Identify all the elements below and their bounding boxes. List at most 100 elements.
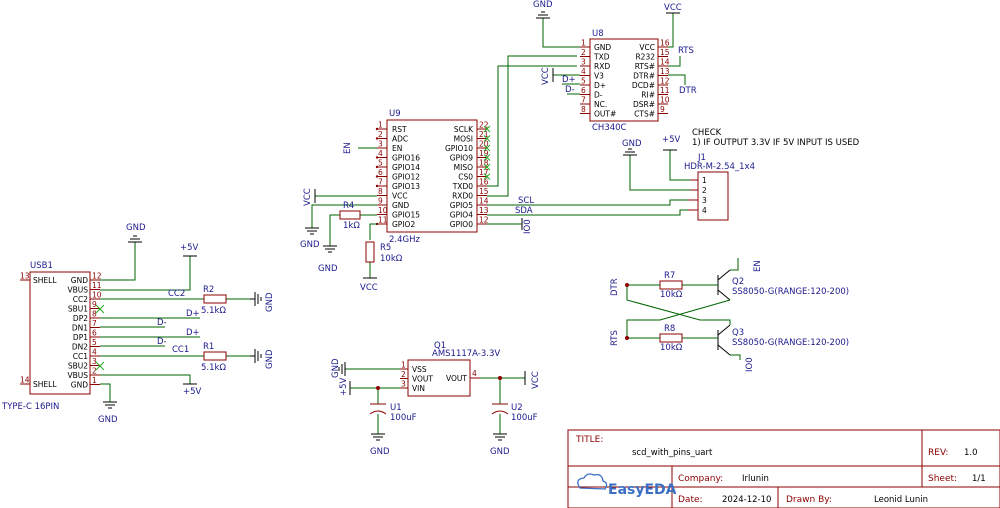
pin-number: 10	[660, 96, 670, 105]
u9-ref: U9	[389, 109, 401, 119]
pin-number: 12	[92, 272, 102, 281]
pin-number: 15	[660, 48, 670, 57]
r2-ref: R2	[203, 285, 214, 295]
pin-number: 2	[581, 48, 586, 57]
company-value: Irlunin	[742, 474, 769, 484]
pin-number: 2	[378, 130, 383, 139]
usb-connector[interactable]: USB1 TYPE-C 16PIN 12GND11VBUS10CC29SBU18…	[1, 261, 102, 412]
pin-number: 10	[378, 206, 388, 215]
r5-resistor[interactable]	[365, 241, 375, 263]
cap-u2[interactable]	[491, 403, 509, 415]
pin-number: 9	[92, 300, 97, 309]
q2-part: SS8050-G(RANGE:120-200)	[732, 287, 849, 297]
pin-name: GPIO12	[392, 173, 420, 182]
dtr-net-label: DTR	[610, 278, 620, 296]
usb-gnd-label: GND	[126, 223, 146, 233]
pin-number: 3	[702, 196, 707, 205]
usb-gnd-bottom-label: GND	[98, 415, 118, 425]
pin-dot	[375, 156, 379, 159]
pin-number: 6	[581, 86, 586, 95]
r5-value: 10kΩ	[380, 254, 403, 264]
q3-transistor[interactable]	[717, 324, 731, 356]
pin-name: SCLK	[454, 125, 474, 134]
u2-value: 100uF	[511, 413, 538, 423]
pin-name: VIN	[412, 384, 425, 393]
r2-resistor[interactable]	[203, 294, 227, 304]
pin-name: GPIO13	[392, 182, 420, 191]
pin-number: 18	[479, 159, 489, 168]
r4-resistor[interactable]	[339, 210, 361, 220]
pin-name: DP2	[73, 314, 88, 323]
dn1-net-label: D-	[157, 318, 167, 328]
pin-name: VCC	[639, 43, 655, 52]
r2-value: 5.1kΩ	[201, 306, 226, 316]
r7-resistor[interactable]	[659, 280, 683, 290]
u9-gnd-label: GND	[300, 240, 320, 250]
pin-name: GPIO9	[450, 154, 473, 163]
pin-number: 6	[92, 329, 97, 338]
r1-resistor[interactable]	[203, 351, 227, 361]
pin-number: 6	[378, 168, 383, 177]
gnd-symbol	[536, 11, 550, 19]
pin-number: 3	[92, 357, 97, 366]
pin-name: GPIO0	[450, 220, 473, 229]
pin-name: CS0	[458, 173, 473, 182]
pin-number: 1	[92, 376, 97, 385]
r8-resistor[interactable]	[659, 333, 683, 343]
no-connect-mark	[483, 154, 491, 161]
r7-ref: R7	[664, 271, 675, 281]
pin-name: GPIO2	[392, 220, 415, 229]
gnd-symbol	[128, 235, 142, 243]
q1-5v-label: +5V	[339, 377, 349, 396]
pin-name: DTR#	[633, 72, 655, 81]
note-line: 1) IF OUTPUT 3.3V IF 5V INPUT IS USED	[692, 138, 860, 148]
pin-name: SHELL	[33, 276, 57, 285]
u2-ref: U2	[511, 403, 523, 413]
pin-name: MISO	[454, 163, 473, 172]
pin-name: GND	[71, 381, 88, 390]
pin-number: 2	[702, 186, 707, 195]
cap-u1[interactable]	[369, 403, 387, 415]
pin-name: DSR#	[633, 100, 655, 109]
drawn-value: Leonid Lunin	[874, 495, 928, 505]
pin-name: GPIO4	[450, 211, 473, 220]
usb-5v-bottom-label: +5V	[183, 387, 202, 397]
pin-number: 16	[660, 39, 670, 48]
pin-name: NC.	[594, 100, 607, 109]
pin-number: 1	[401, 361, 406, 370]
sheet-label: Sheet:	[928, 474, 957, 484]
pin-number: 19	[479, 149, 489, 158]
reset-wiring	[625, 283, 741, 360]
pin-name: V3	[594, 72, 604, 81]
r5-vcc-label: VCC	[360, 283, 378, 293]
dp2-net-label: D+	[186, 309, 200, 319]
r8-ref: R8	[664, 324, 675, 334]
pin-dot	[375, 175, 379, 178]
j1-5v-label: +5V	[662, 135, 681, 145]
pin-name: GPIO10	[445, 144, 473, 153]
dn2-net-label: D-	[157, 337, 167, 347]
usb-ref: USB1	[30, 261, 53, 271]
pin-name: SHELL	[33, 380, 57, 389]
u8-part: CH340C	[592, 123, 627, 133]
no-connect-mark	[483, 173, 491, 180]
pin-number: 5	[581, 77, 586, 86]
pin-name: TXD0	[452, 182, 473, 191]
pin-number: 13	[479, 206, 489, 215]
r2-gnd-label: GND	[265, 292, 275, 312]
j1-part: HDR-M-2.54_1x4	[684, 162, 755, 172]
gnd-symbol	[371, 433, 507, 441]
pin-number: 3	[378, 140, 383, 149]
pin-name: CC2	[73, 295, 88, 304]
u9-io0-label: IO0	[523, 219, 533, 234]
u9-part: 2.4GHz	[389, 235, 420, 245]
pin-number: 2	[92, 367, 97, 376]
pin-name: VSS	[412, 365, 427, 374]
pin-dot	[375, 184, 379, 188]
